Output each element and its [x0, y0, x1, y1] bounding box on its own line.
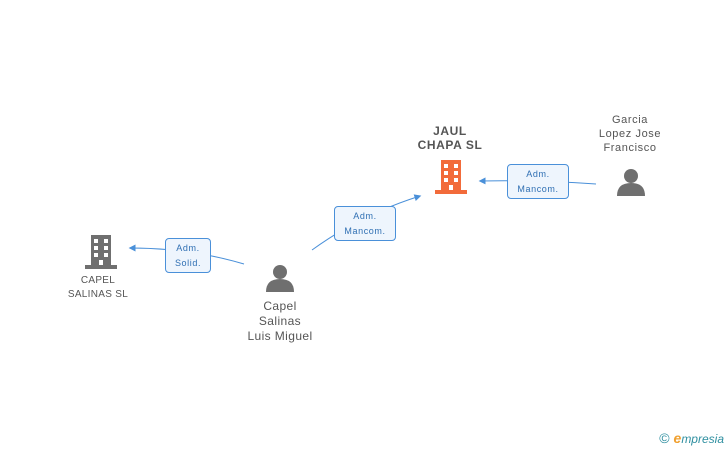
person-label-garcia[interactable]: Garcia Lopez Jose Francisco [580, 113, 680, 155]
edge-label-capel-sl[interactable]: Adm. Solid. [165, 238, 211, 273]
person-name-line3: Luis Miguel [247, 329, 313, 343]
brand-logo: empresia [674, 430, 724, 446]
edge-label-line2: Mancom. [344, 226, 386, 236]
edge-label-line1: Adm. [176, 243, 200, 253]
edge-label-line1: Adm. [353, 211, 377, 221]
person-name-line3: Francisco [603, 142, 657, 154]
edge-label-line2: Mancom. [517, 184, 559, 194]
company-name-line2: SALINAS SL [67, 289, 129, 300]
edge-label-garcia-jaul[interactable]: Adm. Mancom. [507, 164, 569, 199]
brand-name: mpresia [681, 432, 724, 446]
building-icon[interactable] [435, 160, 467, 194]
footer-brand[interactable]: © empresia [659, 430, 724, 446]
person-name-line1: Garcia [612, 114, 648, 126]
person-icon[interactable] [617, 168, 645, 196]
company-label-capel-salinas-sl[interactable]: CAPEL SALINAS SL [48, 274, 148, 302]
person-icon[interactable] [266, 264, 294, 292]
person-name-line2: Lopez Jose [598, 128, 662, 140]
company-label-jaul[interactable]: JAUL CHAPA SL [400, 124, 500, 152]
edge-label-line2: Solid. [174, 258, 202, 268]
copyright-icon: © [659, 430, 670, 446]
person-name-line1: Capel [263, 299, 297, 313]
company-name-line1: CAPEL [80, 275, 116, 286]
edge-label-capel-jaul[interactable]: Adm. Mancom. [334, 206, 396, 241]
person-name-line2: Salinas [258, 314, 302, 328]
company-name-line1: JAUL [433, 124, 467, 138]
brand-e: e [673, 430, 682, 446]
building-icon[interactable] [85, 235, 117, 269]
company-name-line2: CHAPA SL [417, 138, 483, 152]
person-label-capel[interactable]: Capel Salinas Luis Miguel [228, 299, 332, 344]
edge-label-line1: Adm. [526, 169, 550, 179]
